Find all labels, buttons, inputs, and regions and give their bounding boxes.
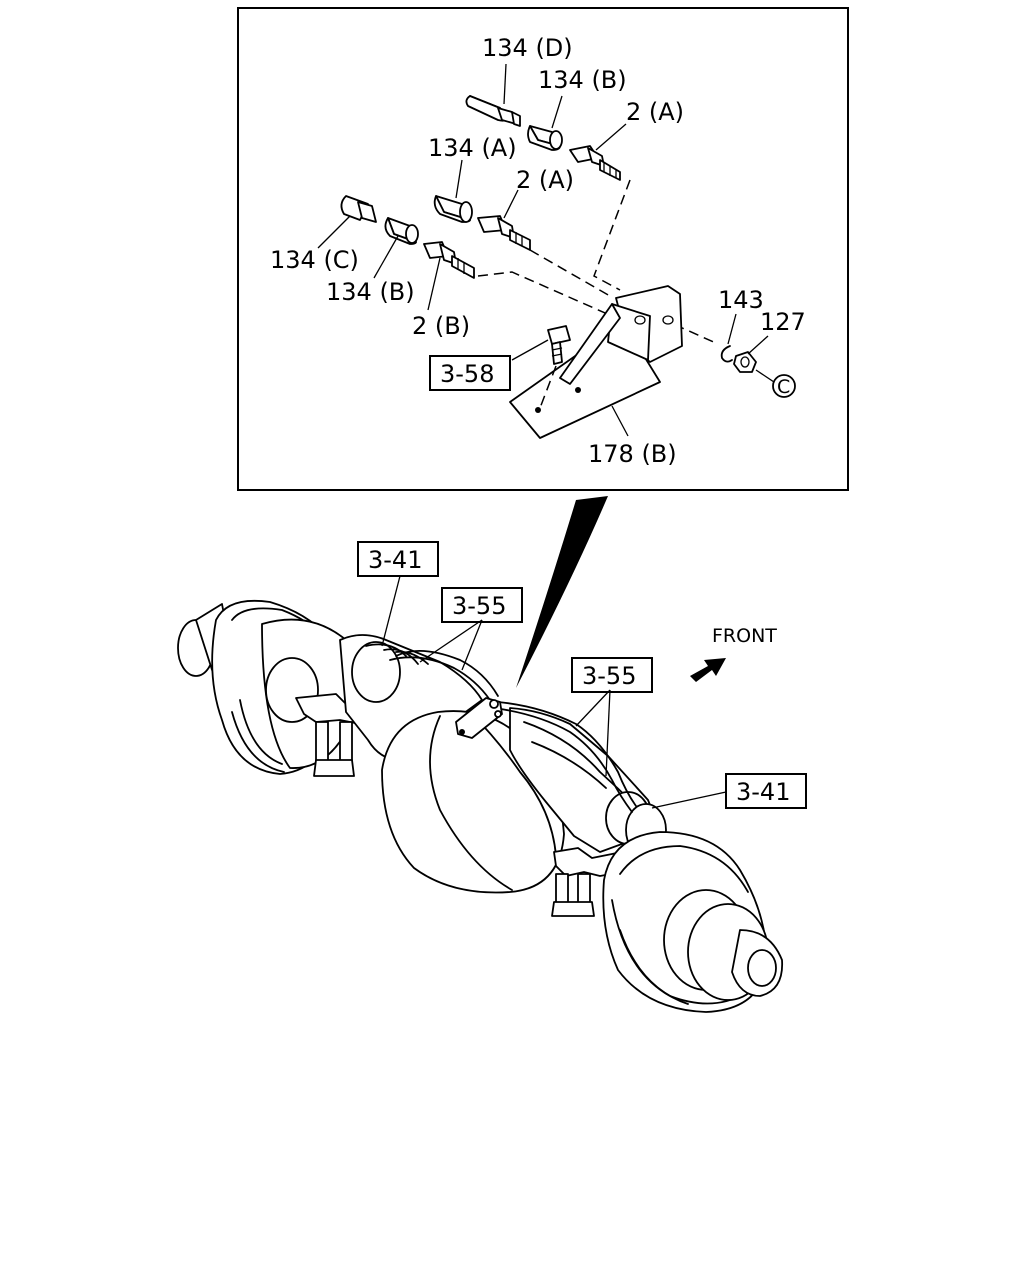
ref-3-58-text: 3-58 (440, 360, 494, 388)
circle-c-text: C (777, 376, 790, 398)
label-127: 127 (760, 308, 806, 336)
label-134c: 134 (C) (270, 246, 359, 274)
label-2a-mid: 2 (A) (516, 166, 574, 194)
bracket-178b (509, 285, 683, 439)
part-2a-top (569, 145, 621, 181)
ref-box-3-41-right[interactable] (725, 773, 807, 809)
label-134a: 134 (A) (428, 134, 517, 162)
part-134b-top (527, 125, 563, 151)
label-134b-top: 134 (B) (538, 66, 627, 94)
ref-3-41-left-text: 3-41 (368, 546, 422, 574)
rear-axle-assembly (177, 599, 783, 1013)
bolt-3-58 (539, 325, 571, 409)
ref-box-3-55-left[interactable] (441, 587, 523, 623)
part-2b (423, 241, 475, 279)
circle-c-marker (772, 374, 796, 398)
part-134d (465, 95, 521, 127)
ref-box-3-55-right[interactable] (571, 657, 653, 693)
part-134c (340, 195, 377, 223)
ref-box-3-41-left[interactable] (357, 541, 439, 577)
part-143 (720, 345, 733, 363)
ref-box-3-58[interactable] (429, 355, 511, 391)
label-143: 143 (718, 286, 764, 314)
label-178b: 178 (B) (588, 440, 677, 468)
label-134d: 134 (D) (482, 34, 573, 62)
part-2a-mid (477, 215, 531, 251)
front-label: FRONT (712, 625, 777, 647)
front-arrow-icon (690, 658, 726, 682)
ref-3-55-right-text: 3-55 (582, 662, 636, 690)
part-134b-low (384, 217, 419, 245)
label-134b-low: 134 (B) (326, 278, 415, 306)
part-127 (733, 351, 757, 373)
detail-inset-frame (237, 7, 849, 491)
label-2b: 2 (B) (412, 312, 470, 340)
label-2a-top: 2 (A) (626, 98, 684, 126)
part-134a (433, 195, 473, 223)
ref-3-41-right-text: 3-41 (736, 778, 790, 806)
detail-pointer-wedge (516, 496, 608, 688)
ref-3-55-left-text: 3-55 (452, 592, 506, 620)
